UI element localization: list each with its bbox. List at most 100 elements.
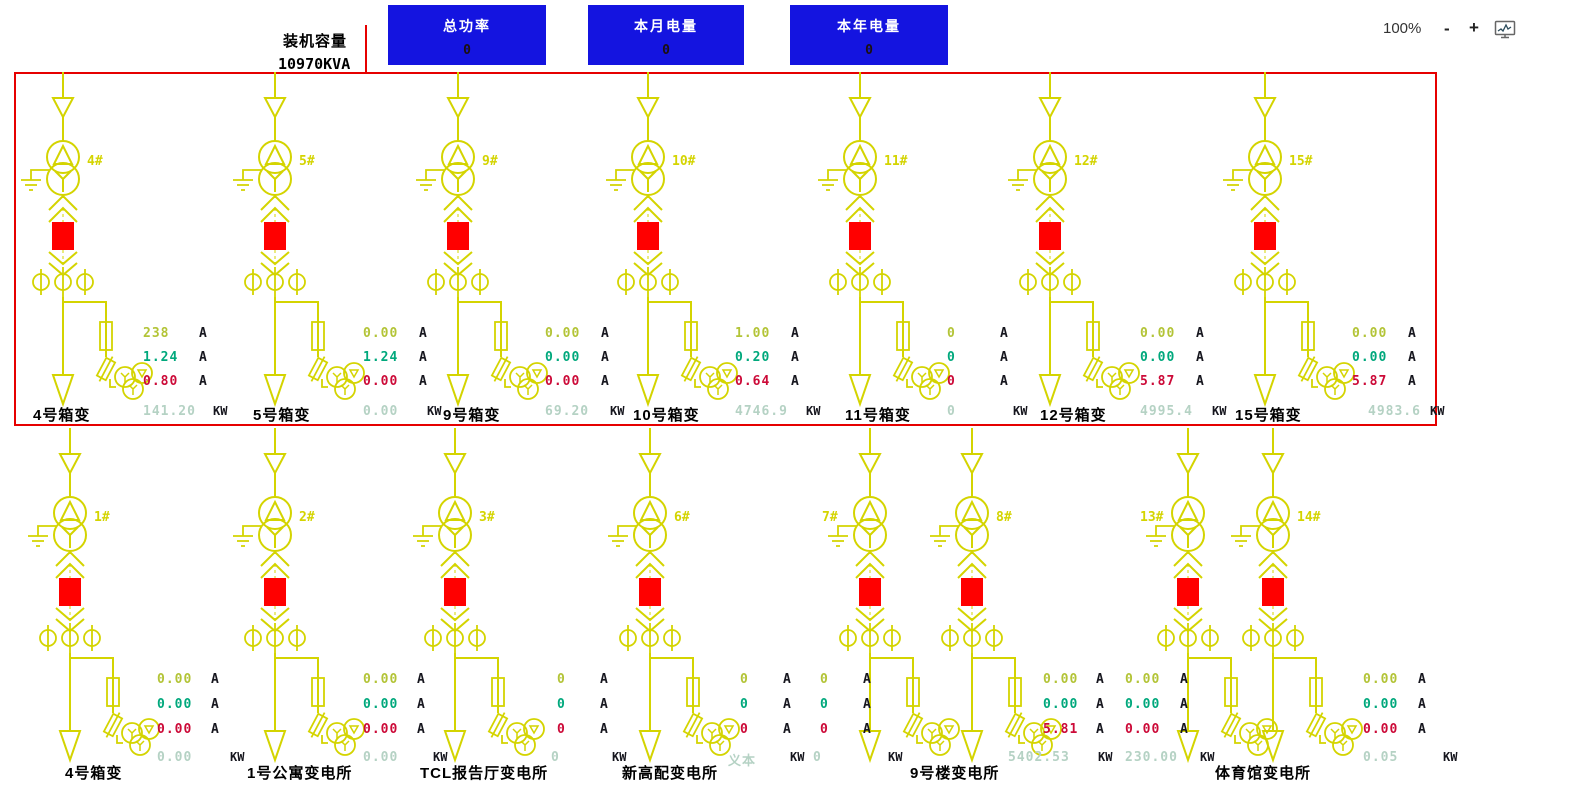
current-value: 0.00 bbox=[1125, 722, 1161, 737]
feeder-diagram-6: .brk{fill:#ff0000;} bbox=[607, 427, 740, 761]
power-value: 0.05 bbox=[1363, 750, 1399, 765]
current-unit: A bbox=[417, 697, 425, 712]
stat-box-value: 0 bbox=[865, 43, 873, 58]
current-unit: A bbox=[211, 697, 219, 712]
current-unit: A bbox=[1000, 350, 1008, 365]
transformer-id-label: 14# bbox=[1297, 510, 1321, 525]
current-value: 0.00 bbox=[157, 697, 193, 712]
current-unit: A bbox=[600, 697, 608, 712]
current-unit: A bbox=[600, 722, 608, 737]
power-value: 5402.53 bbox=[1008, 750, 1070, 765]
current-unit: A bbox=[863, 672, 871, 687]
current-value: 0.00 bbox=[363, 326, 399, 341]
current-value: 0 bbox=[947, 326, 956, 341]
current-value: 0.00 bbox=[1043, 672, 1079, 687]
stat-box-total-power[interactable]: 总功率 0 bbox=[388, 5, 546, 65]
transformer-id-label: 12# bbox=[1074, 154, 1098, 169]
power-unit: KW bbox=[1443, 750, 1458, 764]
zoom-level-label: 100% bbox=[1383, 20, 1422, 37]
current-unit: A bbox=[791, 326, 799, 341]
monitor-chart-icon[interactable] bbox=[1493, 19, 1517, 45]
current-value: 5.87 bbox=[1140, 374, 1176, 389]
current-value: 0.00 bbox=[1363, 697, 1399, 712]
current-unit: A bbox=[601, 326, 609, 341]
current-value: 0.00 bbox=[1043, 697, 1079, 712]
current-value: 0.00 bbox=[1363, 722, 1399, 737]
current-value: 0.00 bbox=[1352, 326, 1388, 341]
current-value: 0 bbox=[820, 722, 829, 737]
power-value: 0 bbox=[551, 750, 560, 765]
stat-box-label: 总功率 bbox=[443, 18, 491, 34]
power-value: 230.00 bbox=[1125, 750, 1178, 765]
current-unit: A bbox=[1196, 350, 1204, 365]
current-unit: A bbox=[1180, 672, 1188, 687]
stat-box-month-energy[interactable]: 本月电量 0 bbox=[588, 5, 744, 65]
current-value: 0.00 bbox=[1363, 672, 1399, 687]
feeder-diagram-8: .brk{fill:#ff0000;} bbox=[929, 427, 1062, 761]
station-label: 10号箱变 bbox=[633, 407, 700, 424]
current-unit: A bbox=[1096, 722, 1104, 737]
current-value: 0 bbox=[820, 697, 829, 712]
current-unit: A bbox=[1196, 374, 1204, 389]
transformer-id-label: 2# bbox=[299, 510, 315, 525]
power-value: 0.00 bbox=[157, 750, 193, 765]
feeder-diagram-3: .brk{fill:#ff0000;} bbox=[412, 427, 545, 761]
current-unit: A bbox=[600, 672, 608, 687]
station-label: 11号箱变 bbox=[845, 407, 911, 424]
current-unit: A bbox=[419, 350, 427, 365]
current-value: 0.00 bbox=[157, 672, 193, 687]
power-unit: KW bbox=[1200, 750, 1215, 764]
current-value: 0 bbox=[947, 350, 956, 365]
power-value: 4983.6 bbox=[1368, 404, 1421, 419]
feeder-diagram-12: .brk{fill:#ff0000;} bbox=[1007, 71, 1140, 405]
current-value: 0.00 bbox=[1140, 350, 1176, 365]
transformer-id-label: 9# bbox=[482, 154, 498, 169]
current-unit: A bbox=[863, 697, 871, 712]
installed-capacity-value: 10970KVA bbox=[278, 55, 351, 73]
current-value: 0.80 bbox=[143, 374, 179, 389]
power-unit: KW bbox=[213, 404, 228, 418]
current-unit: A bbox=[419, 374, 427, 389]
current-unit: A bbox=[1096, 672, 1104, 687]
current-unit: A bbox=[601, 374, 609, 389]
feeder-diagram-10: .brk{fill:#ff0000;} bbox=[605, 71, 738, 405]
station-label: 4号箱变 bbox=[65, 765, 123, 782]
current-value: 0.00 bbox=[1352, 350, 1388, 365]
power-unit: KW bbox=[1098, 750, 1113, 764]
zoom-in-button[interactable]: + bbox=[1469, 18, 1479, 37]
power-value: 4746.9 bbox=[735, 404, 788, 419]
station-label: 1号公寓变电所 bbox=[247, 765, 353, 782]
current-unit: A bbox=[1408, 350, 1416, 365]
current-value: 0.00 bbox=[1125, 697, 1161, 712]
power-value: 69.20 bbox=[545, 404, 590, 419]
current-value: 0.64 bbox=[735, 374, 771, 389]
transformer-id-label: 4# bbox=[87, 154, 103, 169]
zoom-out-button[interactable]: - bbox=[1444, 19, 1450, 38]
stat-box-year-energy[interactable]: 本年电量 0 bbox=[790, 5, 948, 65]
current-unit: A bbox=[783, 722, 791, 737]
current-unit: A bbox=[601, 350, 609, 365]
current-unit: A bbox=[791, 374, 799, 389]
feeder-diagram-4: .brk{fill:#ff0000;} bbox=[20, 71, 153, 405]
current-value: 0 bbox=[557, 722, 566, 737]
top-row-frame bbox=[14, 72, 1437, 426]
feeder-diagram-15: .brk{fill:#ff0000;} bbox=[1222, 71, 1355, 405]
current-unit: A bbox=[783, 697, 791, 712]
current-value: 0.00 bbox=[1125, 672, 1161, 687]
current-unit: A bbox=[791, 350, 799, 365]
power-value: 4995.4 bbox=[1140, 404, 1193, 419]
current-value: 1.24 bbox=[363, 350, 399, 365]
current-value: 5.87 bbox=[1352, 374, 1388, 389]
current-value: 0 bbox=[947, 374, 956, 389]
power-value: 0 bbox=[813, 750, 822, 765]
transformer-id-label: 7# bbox=[822, 510, 838, 525]
feeder-diagram-14: .brk{fill:#ff0000;} bbox=[1230, 427, 1363, 761]
power-value: 0.00 bbox=[363, 404, 399, 419]
current-value: 0.00 bbox=[545, 374, 581, 389]
power-unit: KW bbox=[888, 750, 903, 764]
power-value: 0.00 bbox=[363, 750, 399, 765]
station-label: 新高配变电所 bbox=[622, 765, 719, 782]
feeder-diagram-11: .brk{fill:#ff0000;} bbox=[817, 71, 950, 405]
current-unit: A bbox=[863, 722, 871, 737]
current-value: 238 bbox=[143, 326, 170, 341]
